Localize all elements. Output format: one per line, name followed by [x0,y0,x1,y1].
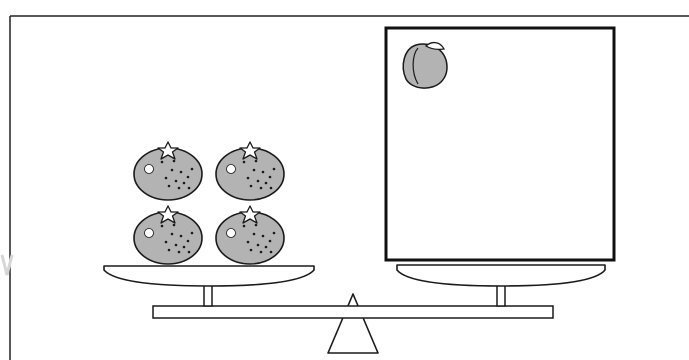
left-pan [104,266,314,286]
tangerine-icon [134,206,202,264]
tangerine-icon [216,142,284,200]
tangerine-icon [134,142,202,200]
peach-icon [403,43,447,89]
tangerine-icon [216,206,284,264]
fulcrum [328,294,378,353]
balance-beam [153,306,553,318]
right-pan [397,265,605,286]
